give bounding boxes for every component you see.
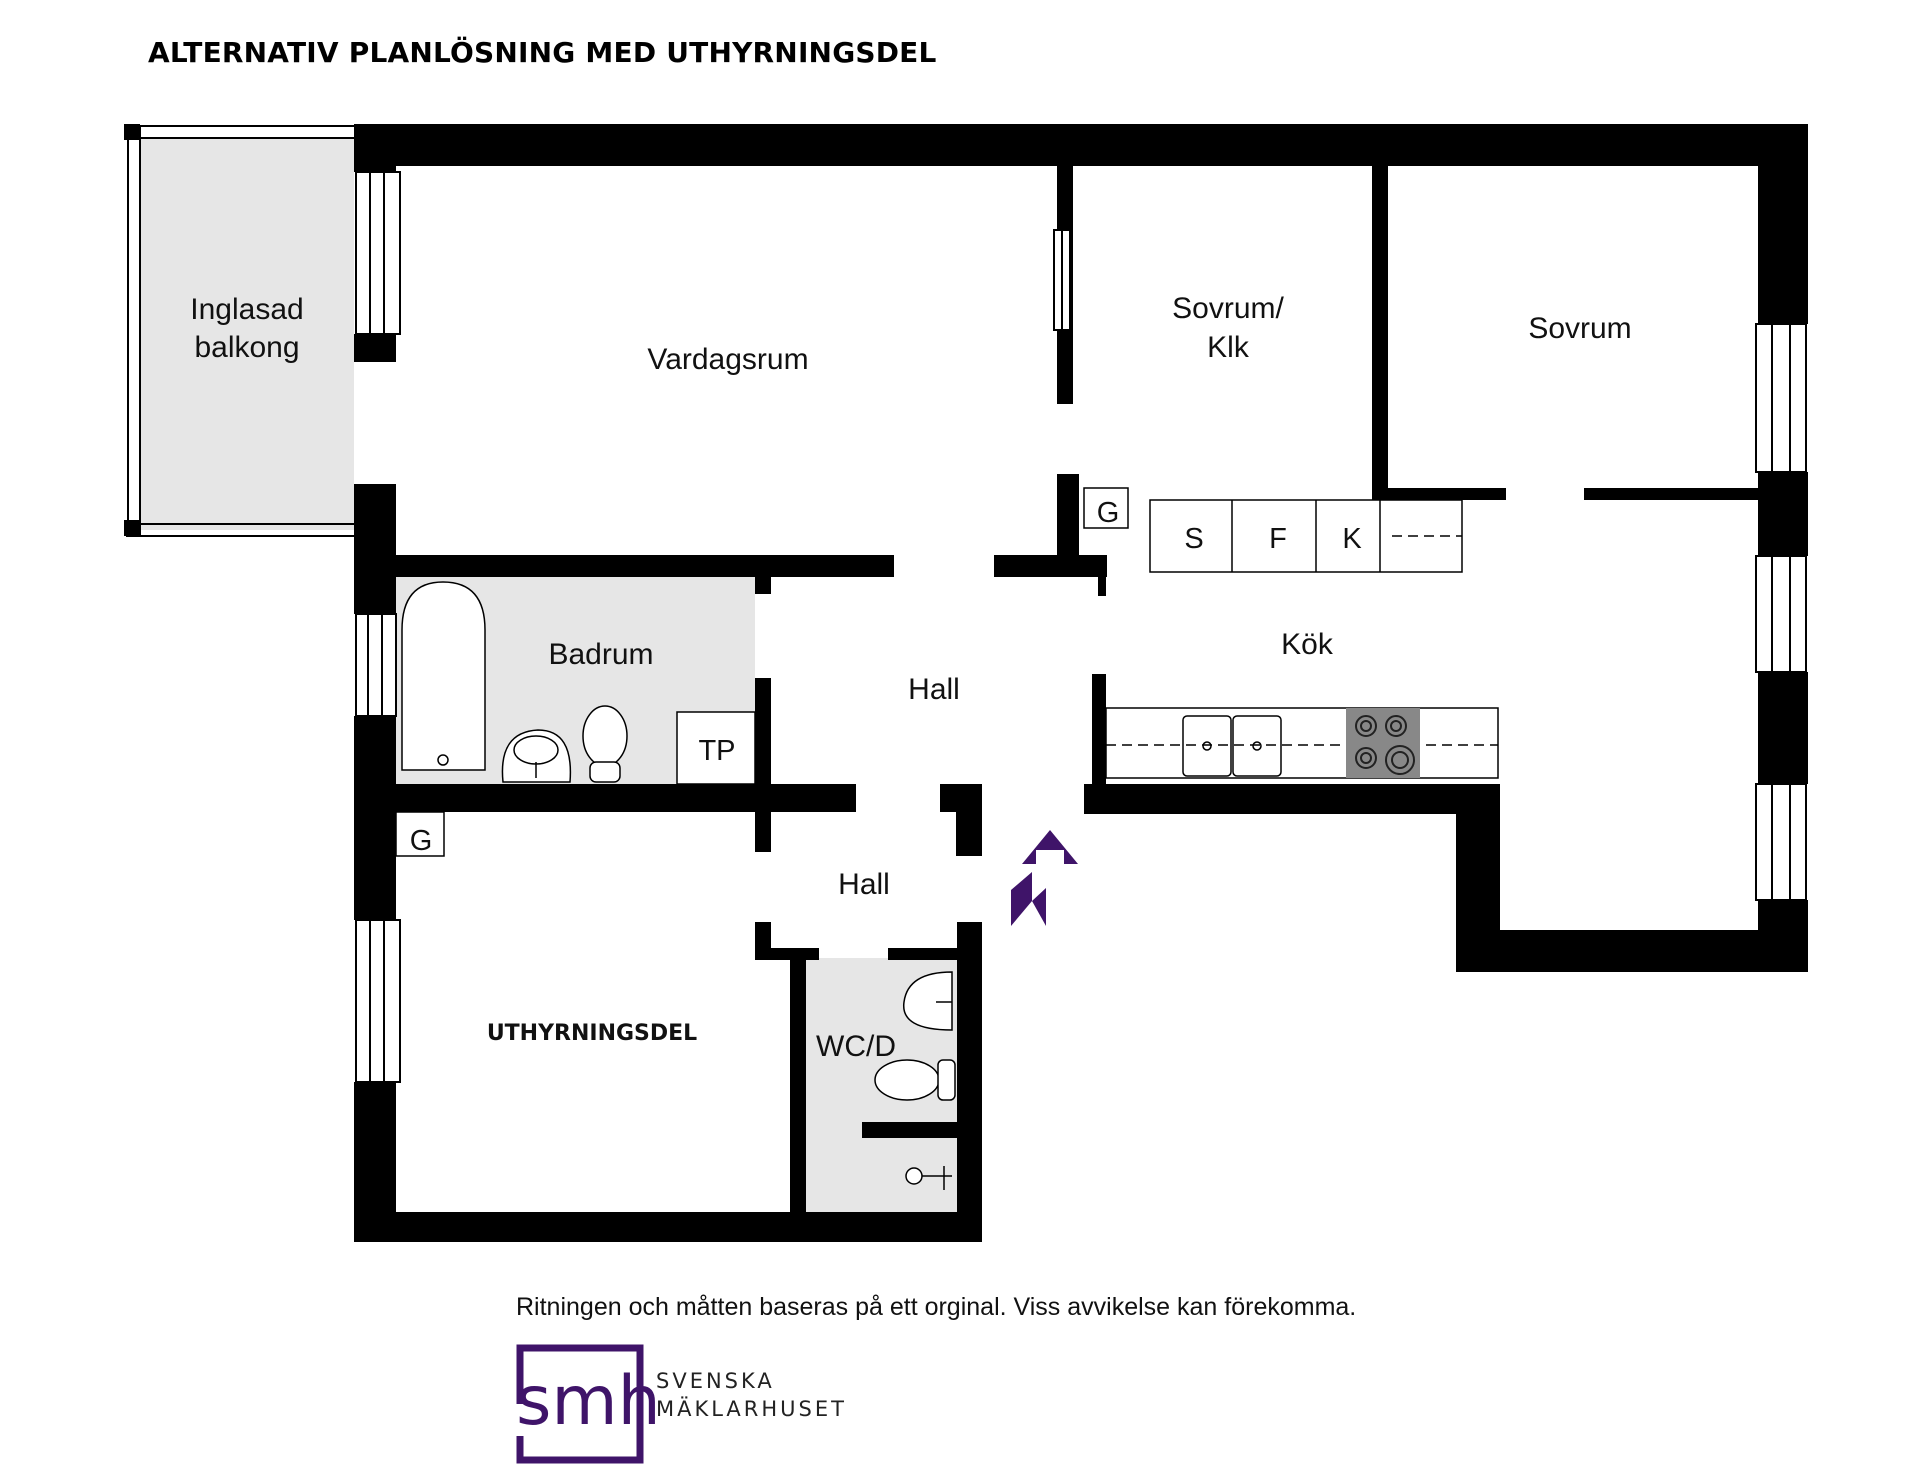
laundry-box xyxy=(676,711,756,785)
wc-sink-icon xyxy=(903,971,953,1031)
fridge-label: F xyxy=(1269,523,1287,555)
room-label-bedroom-study: Sovrum/ xyxy=(1172,292,1284,325)
sink-icon xyxy=(501,729,572,783)
kitchen-cabinets xyxy=(1105,499,1499,779)
toilet-icon xyxy=(582,705,628,783)
floor-plan: Inglasad balkong Vardagsrum Sovrum/ Klk … xyxy=(124,124,1808,1242)
room-label-bathroom: Badrum xyxy=(548,638,653,671)
page-title: ALTERNATIV PLANLÖSNING MED UTHYRNINGSDEL xyxy=(148,36,937,69)
logo-name-line1: SVENSKA xyxy=(656,1369,775,1393)
wc-toilet-icon xyxy=(874,1059,956,1101)
balcony-floor xyxy=(140,138,354,530)
disclaimer-text: Ritningen och måtten baseras på ett orgi… xyxy=(516,1293,1357,1321)
closet-box-rental xyxy=(395,811,445,857)
balcony-corner xyxy=(124,520,140,536)
closet-box-upper xyxy=(1083,487,1129,529)
bathtub-icon xyxy=(401,581,486,771)
floor-drain-icon xyxy=(905,1166,952,1190)
room-label-bedroom: Sovrum xyxy=(1528,312,1631,345)
brand-logo: smh SVENSKA MÄKLARHUSET xyxy=(516,1344,847,1464)
room-label-hall-rental: Hall xyxy=(838,868,890,901)
closet-label-upper: G xyxy=(1097,497,1120,529)
stove-burners xyxy=(1355,715,1415,775)
room-label-balcony: balkong xyxy=(194,331,299,364)
room-label-wc: WC/D xyxy=(816,1030,896,1063)
laundry-label: TP xyxy=(698,735,735,767)
storage-label: S xyxy=(1184,523,1203,555)
window-panes xyxy=(367,172,1791,1082)
room-label-bedroom-study: Klk xyxy=(1207,331,1250,364)
walls xyxy=(354,124,1808,1242)
logo-frame xyxy=(516,1344,644,1464)
room-label-living: Vardagsrum xyxy=(647,343,808,376)
entrance-arrow-icon xyxy=(1022,830,1078,864)
logo-mark: smh xyxy=(516,1362,661,1441)
room-label-hall: Hall xyxy=(908,673,960,706)
closet-label-rental: G xyxy=(410,825,433,857)
logo-name-line2: MÄKLARHUSET xyxy=(656,1396,847,1421)
entrance-arrow-icon xyxy=(1011,872,1046,926)
balcony-frame xyxy=(126,125,354,537)
freezer-label: K xyxy=(1342,523,1362,555)
stove-top xyxy=(1346,708,1420,778)
balcony-corner xyxy=(124,124,140,140)
room-label-balcony: Inglasad xyxy=(190,293,303,326)
room-label-rental-unit: UTHYRNINGSDEL xyxy=(487,1021,697,1046)
room-label-kitchen: Kök xyxy=(1281,628,1334,661)
